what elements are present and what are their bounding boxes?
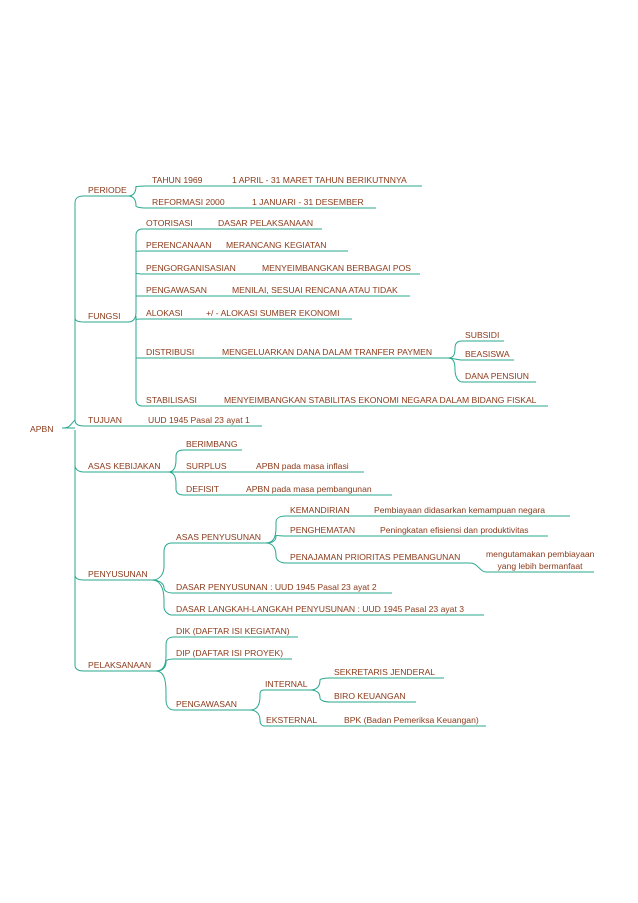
node-asas-kebijakan: ASAS KEBIJAKAN — [88, 461, 161, 471]
pelaksanaan-dik: DIK (DAFTAR ISI KEGIATAN) — [176, 626, 290, 636]
node-pelaksanaan: PELAKSANAAN — [88, 660, 152, 670]
tujuan-detail: UUD 1945 Pasal 23 ayat 1 — [148, 415, 250, 425]
internal-item: BIRO KEUANGAN — [334, 691, 406, 701]
node-internal: INTERNAL — [265, 679, 308, 689]
asas-kebijakan-item-detail: APBN pada masa pembangunan — [246, 484, 372, 494]
node-fungsi: FUNGSI — [88, 311, 121, 321]
asas-penyusunan-item-label: PENGHEMATAN — [290, 525, 356, 535]
node-pengawasan: PENGAWASAN — [176, 699, 237, 709]
fungsi-item-detail: MENILAI, SESUAI RENCANA ATAU TIDAK — [232, 285, 398, 295]
asas-kebijakan-item-label: DEFISIT — [186, 484, 219, 494]
fungsi-item-detail: MENGELUARKAN DANA DALAM TRANFER PAYMEN — [222, 347, 433, 357]
distribusi-sub-item: SUBSIDI — [465, 330, 500, 340]
asas-penyusunan-item-label: KEMANDIRIAN — [290, 505, 350, 515]
pelaksanaan-dip: DIP (DAFTAR ISI PROYEK) — [176, 648, 284, 658]
asas-kebijakan-item-label: BERIMBANG — [186, 439, 238, 449]
asas-penyusunan-item-detail: Pembiayaan didasarkan kemampuan negara — [374, 505, 546, 515]
node-periode: PERIODE — [88, 185, 127, 195]
node-tujuan: TUJUAN — [88, 415, 122, 425]
dasar-penyusunan: DASAR PENYUSUNAN : UUD 1945 Pasal 23 aya… — [176, 582, 377, 592]
asas-penyusunan-item-detail: Peningkatan efisiensi dan produktivitas — [380, 525, 529, 535]
fungsi-item-detail: DASAR PELAKSANAAN — [218, 218, 314, 228]
node-eksternal: EKSTERNAL — [266, 715, 318, 725]
asas-penyusunan-item-label: PENAJAMAN PRIORITAS PEMBANGUNAN — [290, 552, 461, 562]
node-penyusunan: PENYUSUNAN — [88, 569, 148, 579]
fungsi-item-detail: MERANCANG KEGIATAN — [226, 240, 327, 250]
periode-item-detail: 1 JANUARI - 31 DESEMBER — [252, 197, 364, 207]
internal-item: SEKRETARIS JENDERAL — [334, 667, 436, 677]
node-asas-penyusunan: ASAS PENYUSUNAN — [176, 532, 262, 542]
asas-kebijakan-item-label: SURPLUS — [186, 461, 227, 471]
periode-item-detail: 1 APRIL - 31 MARET TAHUN BERIKUTNNYA — [232, 175, 407, 185]
dasar-langkah-penyusunan: DASAR LANGKAH-LANGKAH PENYUSUNAN : UUD 1… — [176, 604, 464, 614]
root-node-apbn: APBN — [30, 424, 54, 434]
fungsi-item-label: ALOKASI — [146, 308, 183, 318]
distribusi-sub-item: BEASISWA — [465, 349, 510, 359]
asas-penyusunan-item-detail-line2: yang lebih bermanfaat — [497, 561, 583, 571]
fungsi-item-label: PENGAWASAN — [146, 285, 207, 295]
asas-kebijakan-item-detail: APBN pada masa inflasi — [256, 461, 349, 471]
fungsi-item-label: PERENCANAAN — [146, 240, 212, 250]
fungsi-item-label: PENGORGANISASIAN — [146, 263, 236, 273]
periode-item-label: REFORMASI 2000 — [152, 197, 225, 207]
distribusi-sub-item: DANA PENSIUN — [465, 371, 529, 381]
fungsi-item-detail: +/ - ALOKASI SUMBER EKONOMI — [206, 308, 340, 318]
periode-item-label: TAHUN 1969 — [152, 175, 203, 185]
fungsi-item-detail: MENYEIMBANGKAN STABILITAS EKONOMI NEGARA… — [224, 395, 537, 405]
asas-penyusunan-item-detail-line1: mengutamakan pembiayaan — [486, 549, 595, 559]
fungsi-item-detail: MENYEIMBANGKAN BERBAGAI POS — [262, 263, 411, 273]
fungsi-item-label: STABILISASI — [146, 395, 197, 405]
fungsi-item-label: DISTRIBUSI — [146, 347, 195, 357]
eksternal-detail: BPK (Badan Pemeriksa Keuangan) — [344, 715, 479, 725]
fungsi-item-label: OTORISASI — [146, 218, 193, 228]
